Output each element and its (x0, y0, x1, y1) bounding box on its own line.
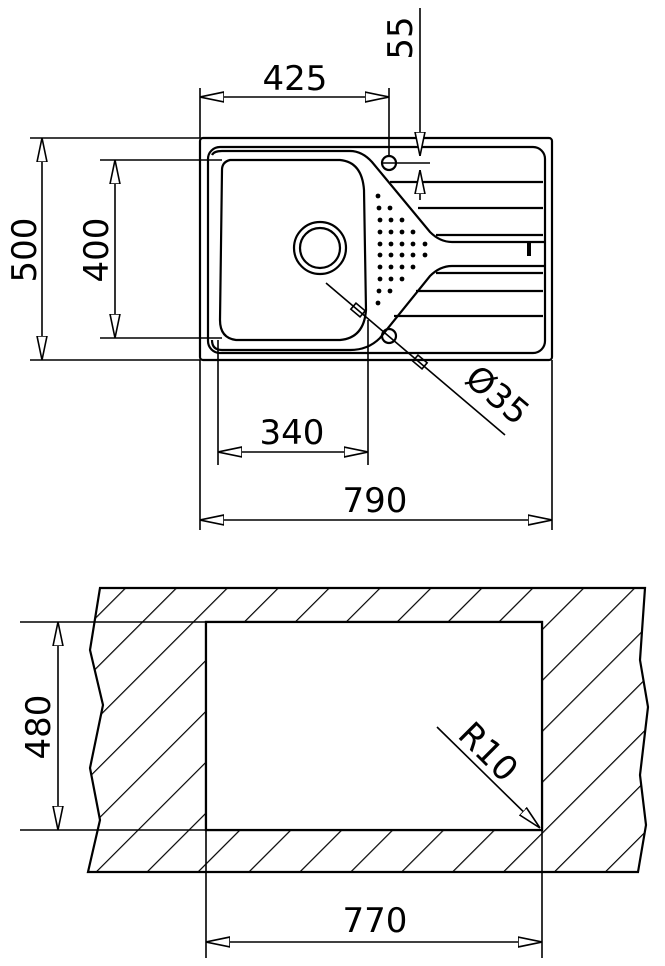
cutout-opening (204, 620, 544, 832)
drain-perforations (375, 193, 428, 306)
dimension-770: 770 (205, 830, 543, 958)
dimension-label: 400 (77, 218, 117, 283)
bowl-rim-upper (211, 149, 545, 244)
dimension-340: 340 (217, 320, 369, 465)
overflow-hole (380, 327, 398, 345)
dimension-label: 790 (343, 481, 408, 521)
dimension-label: Ø35 (457, 358, 536, 434)
dimension-480: 480 (19, 621, 206, 831)
dimension-label: 500 (5, 218, 45, 283)
worktop-cutout-view (86, 586, 650, 874)
dimension-label: 425 (263, 59, 328, 99)
sink-top-view (198, 136, 554, 362)
dimension-500: 500 (5, 137, 200, 361)
dimension-label: 480 (19, 695, 59, 760)
dimension-55: 55 (381, 8, 430, 200)
dimension-label: 770 (343, 901, 408, 941)
dimension-400: 400 (77, 159, 222, 339)
dimension-label: 55 (381, 16, 421, 59)
dimension-790: 790 (199, 360, 553, 530)
bowl (218, 158, 368, 342)
dimension-425: 425 (199, 59, 390, 156)
sink-outline (198, 136, 554, 362)
dimension-label: 340 (260, 413, 325, 453)
drain-waste (292, 220, 348, 276)
sink-rim (206, 145, 547, 355)
